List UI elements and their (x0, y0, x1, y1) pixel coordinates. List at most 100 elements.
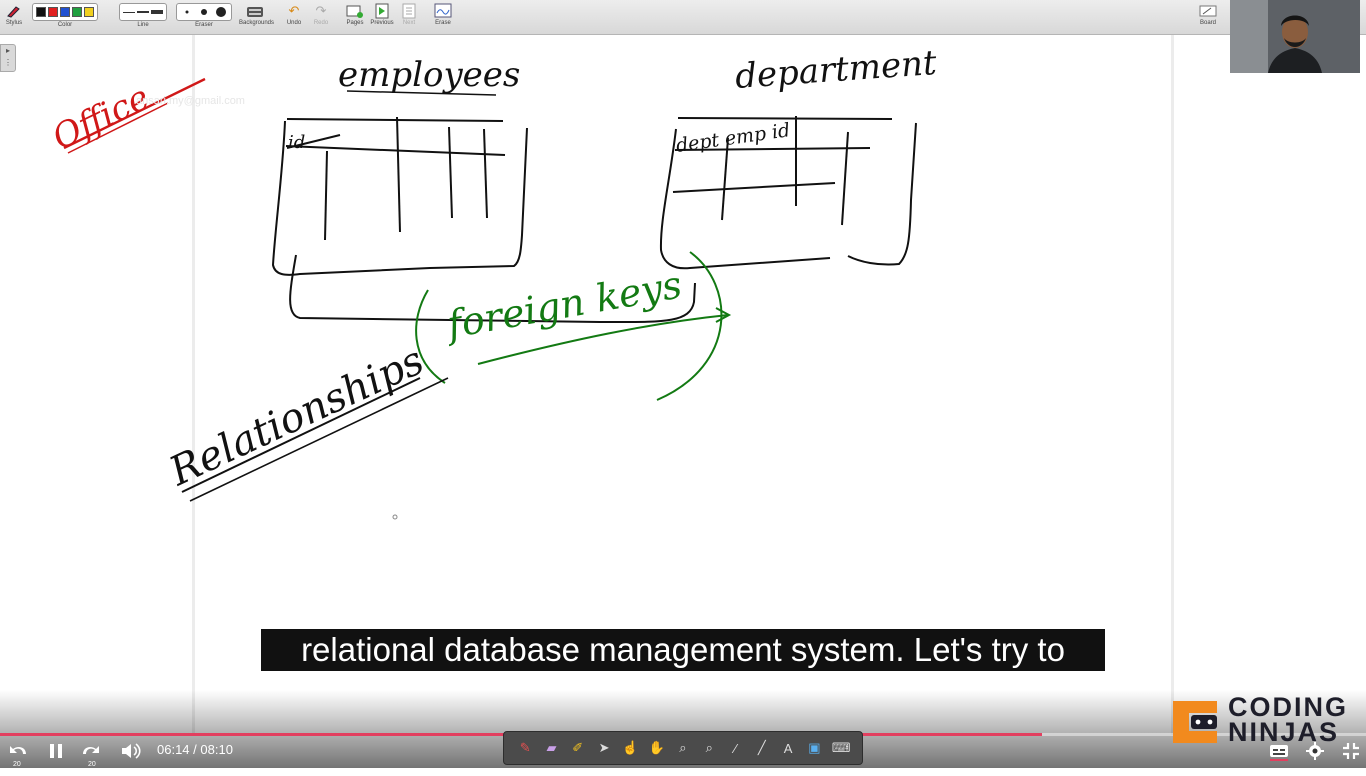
next-label: Next (402, 20, 416, 26)
pause-button[interactable] (47, 740, 65, 768)
captions-button[interactable] (1268, 740, 1290, 768)
brand-line2: NINJAS (1228, 717, 1340, 747)
skip-back-button[interactable]: 20 (6, 740, 30, 768)
exit-fullscreen-icon (1343, 743, 1359, 759)
line-tool-icon[interactable]: ╱ (757, 740, 766, 755)
erase-all-icon (434, 3, 452, 19)
skip-back-icon (10, 746, 26, 754)
presenter-avatar (1230, 0, 1360, 73)
pointer-tool-icon[interactable]: ➤ (598, 740, 610, 755)
text-tool-icon[interactable]: A (783, 740, 793, 756)
employee-id-column: id (288, 132, 305, 153)
foreign-key-arrow (415, 251, 732, 401)
hand-tool-icon[interactable]: ✋ (648, 740, 665, 755)
next-page-button[interactable]: Next (395, 3, 423, 26)
undo-label: Undo (286, 20, 302, 26)
time-display: 06:14 / 08:10 (157, 742, 233, 757)
side-panel-toggle[interactable]: ▸⋮ (0, 44, 16, 72)
skip-forward-button[interactable]: 20 (79, 740, 103, 768)
gear-icon (1306, 742, 1324, 760)
brand-wordmark: CODING NINJAS (1228, 692, 1348, 747)
office-label: Office (46, 77, 155, 158)
whiteboard-toolbar: Stylus Color Line Eraser Backgrounds ↶ U… (0, 0, 1366, 35)
page-right-edge (1171, 35, 1174, 735)
board-icon (1199, 3, 1217, 19)
email-watermark: ansari.my@gmail.com (136, 95, 245, 107)
whiteboard-drawing: Office employees department id dept emp … (46, 43, 938, 520)
line-medium-option[interactable] (137, 11, 149, 13)
keyboard-icon (246, 3, 264, 19)
pen-tool-icon[interactable]: ✎ (519, 740, 531, 755)
employee-heading: employees (338, 55, 520, 95)
coding-ninjas-logo (1167, 695, 1357, 749)
exit-fullscreen-button[interactable] (1340, 740, 1362, 768)
backgrounds-button[interactable]: Backgrounds (239, 3, 275, 26)
volume-icon (122, 743, 141, 759)
color-swatch-0[interactable] (36, 7, 46, 17)
color-swatch-3[interactable] (72, 7, 82, 17)
skip-forward-seconds: 20 (88, 761, 96, 768)
zoom-in-icon[interactable]: ⌕ (679, 740, 687, 755)
foreign-keys-label: foreign keys (441, 262, 685, 347)
relationships-label: Relationships (162, 337, 431, 495)
undo-icon: ↶ (288, 3, 300, 18)
line-thick-option[interactable] (151, 10, 163, 14)
total-duration: 08:10 (200, 742, 233, 757)
department-columns: dept emp id (675, 119, 792, 157)
eraser-sizes-icon (185, 7, 226, 17)
volume-button[interactable] (119, 740, 141, 768)
grab-tool-icon[interactable]: ☝ (622, 740, 639, 755)
employee-table-sketch (271, 116, 528, 276)
captions-icon (1270, 745, 1288, 761)
previous-label: Previous (370, 20, 394, 26)
whiteboard-canvas[interactable]: Office employees department id dept emp … (0, 35, 1366, 735)
brand-line1: CODING (1228, 692, 1348, 722)
redo-button[interactable]: ↷ Redo (307, 3, 335, 26)
eraser-tool-icon[interactable]: ▰ (546, 740, 557, 755)
current-time: 06:14 (157, 742, 190, 757)
previous-page-icon (373, 3, 391, 19)
pages-icon (346, 3, 364, 19)
laser-tool-icon[interactable]: ⁄ (734, 740, 737, 756)
erase-all-button[interactable]: Erase (429, 3, 457, 26)
settings-button[interactable] (1304, 740, 1326, 768)
eraser-label: Eraser (195, 22, 213, 28)
previous-page-button[interactable]: Previous (368, 3, 396, 26)
presenter-webcam (1230, 0, 1360, 73)
undo-button[interactable]: ↶ Undo (280, 3, 308, 26)
line-thin-option[interactable] (123, 11, 135, 13)
stylus-tool[interactable]: Stylus (0, 3, 28, 26)
drawing-tool-palette: ✎ ▰ ✐ ➤ ☝ ✋ ⌕ ⌕ ⁄ ╱ A ▣ ⌨ (503, 731, 863, 765)
pages-label: Pages (346, 20, 364, 26)
next-page-icon (400, 3, 418, 19)
subtitle-caption: relational database management system. L… (261, 629, 1105, 671)
eraser-size-picker[interactable]: Eraser (176, 3, 232, 28)
redo-label: Redo (313, 20, 329, 26)
pages-button[interactable]: Pages (341, 3, 369, 26)
color-swatch-2[interactable] (60, 7, 70, 17)
department-heading: department (734, 43, 938, 97)
ninja-mask-icon (1173, 701, 1217, 743)
color-swatch-4[interactable] (84, 7, 94, 17)
color-label: Color (57, 22, 73, 28)
backgrounds-label: Backgrounds (239, 20, 275, 26)
time-separator: / (189, 742, 201, 757)
relationship-connector (289, 254, 696, 324)
color-picker[interactable]: Color (32, 3, 98, 28)
zoom-out-icon[interactable]: ⌕ (705, 740, 713, 755)
color-swatch-1[interactable] (48, 7, 58, 17)
board-label: Board (1199, 20, 1216, 26)
erase-label: Erase (435, 20, 451, 26)
screen-capture-icon[interactable]: ▣ (808, 740, 821, 755)
board-button[interactable]: Board (1194, 3, 1222, 26)
department-table-sketch (659, 116, 917, 270)
line-width-picker[interactable]: Line (119, 3, 167, 28)
highlighter-tool-icon[interactable]: ✐ (572, 740, 584, 755)
page-left-edge (192, 35, 195, 735)
line-label: Line (137, 22, 149, 28)
pause-icon (50, 744, 62, 758)
skip-forward-icon (83, 746, 99, 754)
pen-icon (5, 3, 23, 19)
skip-back-seconds: 20 (13, 761, 21, 768)
keyboard-tool-icon[interactable]: ⌨ (831, 740, 851, 755)
